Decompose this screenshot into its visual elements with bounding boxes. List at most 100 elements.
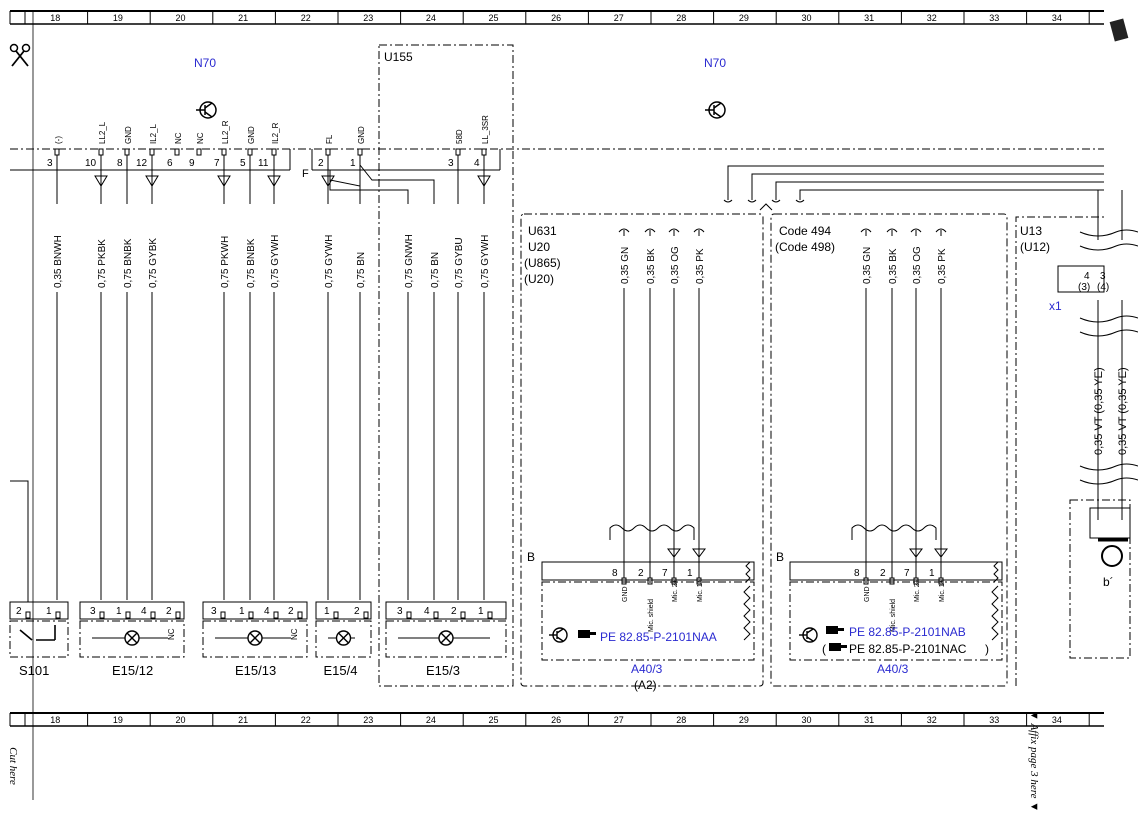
connector-pin: (-)30,35 BNWH <box>47 136 64 600</box>
u13-line-1: U13 <box>1020 224 1042 238</box>
grid-column-label: 25 <box>489 13 499 23</box>
grid-column-label: 21 <box>238 715 248 725</box>
u13-pin-4: 4 <box>1084 271 1090 282</box>
scissors-icon <box>9 43 31 67</box>
a40-right-ref2-link[interactable]: PE 82.85-P-2101NAC <box>849 642 967 656</box>
wire-label: 0,75 BNBK <box>123 238 134 288</box>
u631-box <box>520 213 764 687</box>
f-label: F <box>302 168 309 180</box>
pin-number-label: 3 <box>47 158 53 169</box>
pin-signal-label: IL2_R <box>271 122 280 144</box>
u13-wire-1: 0,35 VT (0,35 YE) <box>1093 367 1105 455</box>
a40-right-label: A40/3 <box>877 662 909 676</box>
grid-column-label: 21 <box>238 13 248 23</box>
u155-label: U155 <box>384 50 413 64</box>
mic-pin-number: 7 <box>904 568 910 579</box>
component-pin-number: 1 <box>116 606 122 617</box>
x1-label: x1 <box>1049 299 1062 313</box>
grid-column-label: 29 <box>739 13 749 23</box>
bus-wire-ends <box>723 199 805 203</box>
mic-signal-label: Mic. 2+ <box>914 579 921 602</box>
switch-icon <box>19 629 33 641</box>
u13-pin-3: 3 <box>1100 271 1106 282</box>
u13-line-2: (U12) <box>1020 240 1050 254</box>
grid-column-label: 24 <box>426 13 436 23</box>
pin-number-label: 12 <box>136 158 148 169</box>
component-pin-number: 1 <box>324 606 330 617</box>
fl-branch-wire <box>329 180 409 200</box>
component-symbol-icon <box>705 101 726 119</box>
wire-label: 0,75 BNBK <box>246 238 257 288</box>
grid-column-label: 32 <box>927 715 937 725</box>
mic-signal-label: Mic. 2+ <box>672 579 679 602</box>
mic-signal-label: Mic. 1+ <box>939 579 946 602</box>
pin-number-label: 9 <box>189 158 195 169</box>
grid-column-label: 22 <box>301 13 311 23</box>
pin-signal-label: GND <box>357 126 366 144</box>
wire-label: 0,75 GNWH <box>404 234 415 288</box>
pin-signal-label: GND <box>247 126 256 144</box>
component-pin-number: 3 <box>211 606 217 617</box>
grid-column-label: 29 <box>739 715 749 725</box>
s101-feed-wire <box>10 480 29 602</box>
pin-signal-label: IL2_L <box>149 123 158 144</box>
u13-pin-4b: (4) <box>1097 282 1109 293</box>
bus-join <box>759 203 773 211</box>
grid-column-label: 33 <box>989 13 999 23</box>
grid-column-label: 18 <box>50 715 60 725</box>
component-pin-number: 4 <box>424 606 430 617</box>
component-pin-number: 4 <box>141 606 147 617</box>
wire-label: 0,75 BN <box>430 252 441 288</box>
wire-label: 0,75 PKBK <box>97 239 108 288</box>
grid-column-label: 28 <box>676 715 686 725</box>
connector-pin: LL2_R70,75 PKWH <box>214 120 231 600</box>
grid-column-label: 19 <box>113 715 123 725</box>
b-left-label: B <box>527 550 535 564</box>
wire-label: 0,75 GYWH <box>480 235 491 288</box>
pin-number-label: 6 <box>167 158 173 169</box>
grid-column-label: 20 <box>176 715 186 725</box>
grid-column-label: 34 <box>1052 715 1062 725</box>
u13-wire-2: 0,35 VT (0,35 YE) <box>1117 367 1129 455</box>
grid-column-label: 27 <box>614 13 624 23</box>
u13-pin-3b: (3) <box>1078 282 1090 293</box>
mic-pin-number: 1 <box>687 568 693 579</box>
mic-pin-number: 1 <box>929 568 935 579</box>
component-pin-number: 3 <box>397 606 403 617</box>
n70-right-label: N70 <box>704 56 726 70</box>
mic-wire-label: 0,35 BK <box>888 248 899 284</box>
pin-number-label: 11 <box>258 158 269 169</box>
grid-column-label: 19 <box>113 13 123 23</box>
a40-right-ref1-link[interactable]: PE 82.85-P-2101NAB <box>849 625 966 639</box>
a40-left-label: A40/3 <box>631 662 663 676</box>
grid-column-label: 18 <box>50 13 60 23</box>
code494-box <box>770 213 1008 687</box>
nc-label: NC <box>167 628 176 640</box>
component-name: E15/4 <box>324 663 358 678</box>
grid-column-label: 23 <box>363 13 373 23</box>
pin-number-label: 8 <box>117 158 123 169</box>
pin-signal-label: (-) <box>54 136 63 144</box>
mic-wire-label: 0,35 BK <box>646 248 657 284</box>
mic-wire-label: 0,35 OG <box>670 246 681 284</box>
pin-signal-label: NC <box>174 132 183 144</box>
wire-label: 0,75 GYBU <box>454 237 465 288</box>
pin-signal-label: FL <box>325 134 334 144</box>
pin-signal-label: NC <box>196 132 205 144</box>
pin-number-label: 3 <box>448 158 454 169</box>
connector-pin: NC 6 <box>167 132 183 169</box>
grid-column-label: 31 <box>864 715 874 725</box>
a40-left-ref-link[interactable]: PE 82.85-P-2101NAA <box>600 630 717 644</box>
grid-column-label: 20 <box>176 13 186 23</box>
u13-lower-box <box>1069 499 1131 659</box>
grid-column-label: 26 <box>551 715 561 725</box>
